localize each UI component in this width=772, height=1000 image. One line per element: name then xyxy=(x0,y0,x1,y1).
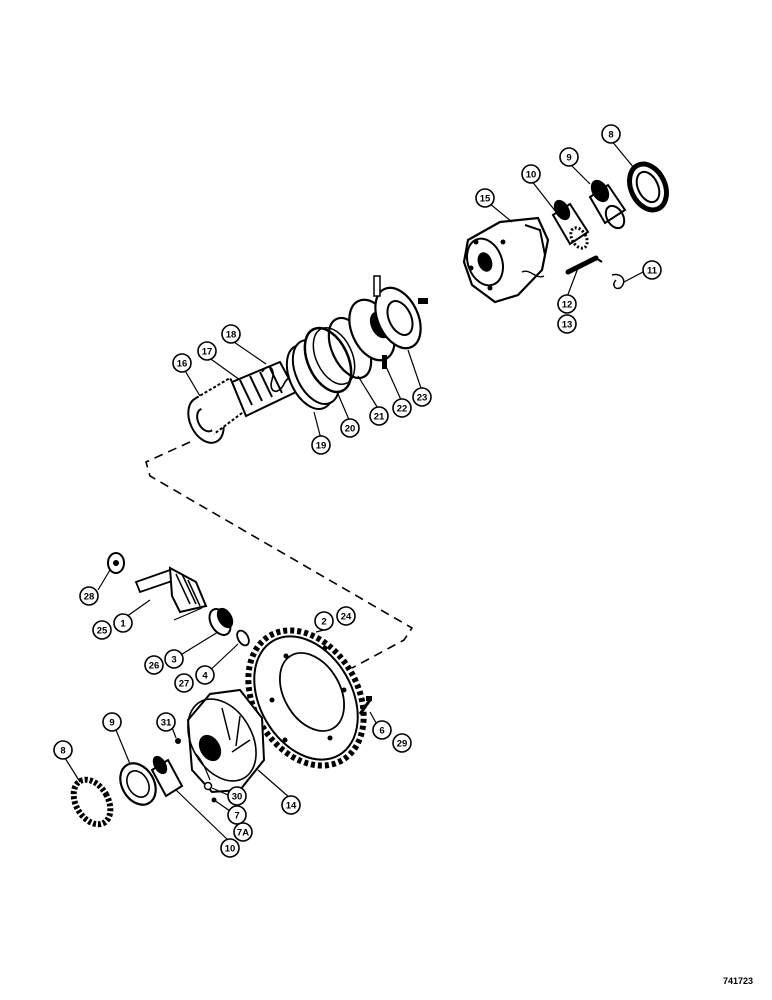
svg-text:18: 18 xyxy=(226,329,237,340)
svg-text:26: 26 xyxy=(149,660,160,671)
svg-text:11: 11 xyxy=(647,265,658,276)
svg-text:9: 9 xyxy=(109,717,114,728)
callout-27: 27 xyxy=(174,673,194,693)
svg-text:2: 2 xyxy=(321,616,326,627)
cross-shaft-pin-12 xyxy=(565,255,603,275)
callout-22: 22 xyxy=(392,398,412,418)
svg-text:25: 25 xyxy=(97,625,108,636)
svg-text:13: 13 xyxy=(562,319,573,330)
callout-19: 19 xyxy=(311,435,331,455)
callout-7: 7 xyxy=(227,805,247,825)
upper-bearing-cup-8 xyxy=(627,161,669,213)
lower-bearing-cone-10 xyxy=(150,755,184,798)
lower-bearing-cup-9 xyxy=(119,762,157,806)
callout-16: 16 xyxy=(172,353,192,373)
svg-text:14: 14 xyxy=(286,800,297,811)
svg-text:17: 17 xyxy=(202,346,213,357)
callout-12: 12 xyxy=(557,294,577,314)
callout-14: 14 xyxy=(281,795,301,815)
svg-text:10: 10 xyxy=(526,169,537,180)
svg-text:15: 15 xyxy=(480,193,491,204)
lower-bearing-cup-8 xyxy=(70,776,114,828)
callout-26: 26 xyxy=(144,655,164,675)
svg-text:8: 8 xyxy=(608,129,613,140)
callout-25: 25 xyxy=(92,620,112,640)
drive-pinion-1 xyxy=(134,566,208,614)
callout-8-lower: 8 xyxy=(53,740,73,760)
callout-6: 6 xyxy=(372,720,392,740)
svg-text:27: 27 xyxy=(179,678,190,689)
svg-text:19: 19 xyxy=(316,440,327,451)
upper-bearing-cone-10 xyxy=(551,199,590,250)
svg-text:30: 30 xyxy=(232,791,243,802)
callout-17: 17 xyxy=(197,341,217,361)
callout-23: 23 xyxy=(412,387,432,407)
ring-gear-2 xyxy=(245,627,367,769)
svg-text:22: 22 xyxy=(397,403,408,414)
callout-31: 31 xyxy=(156,712,176,732)
svg-text:21: 21 xyxy=(374,411,385,422)
differential-case-half-15 xyxy=(462,216,550,304)
callout-7A: 7A xyxy=(233,822,253,842)
pinion-bearing-3 xyxy=(208,607,234,636)
callout-28-upper: 28 xyxy=(79,586,99,606)
pressure-ring-23 xyxy=(373,275,428,369)
callout-30: 30 xyxy=(227,786,247,806)
svg-text:28: 28 xyxy=(84,591,95,602)
differential-case-14 xyxy=(186,688,266,794)
callout-18: 18 xyxy=(221,324,241,344)
svg-text:29: 29 xyxy=(397,738,408,749)
callout-10-upper: 10 xyxy=(521,164,541,184)
callout-2: 2 xyxy=(314,611,334,631)
callout-11: 11 xyxy=(642,260,662,280)
callout-20: 20 xyxy=(340,418,360,438)
pinion-nut-28 xyxy=(107,552,125,574)
callout-24: 24 xyxy=(336,606,356,626)
dashed-assembly-path xyxy=(145,441,414,669)
svg-text:1: 1 xyxy=(120,618,126,629)
lock-wire-11 xyxy=(521,270,625,290)
callout-9-lower: 9 xyxy=(102,712,122,732)
svg-text:16: 16 xyxy=(177,358,188,369)
callout-29: 29 xyxy=(392,733,412,753)
callout-21: 21 xyxy=(369,406,389,426)
callout-3: 3 xyxy=(164,649,184,669)
svg-text:6: 6 xyxy=(379,725,384,736)
callout-1: 1 xyxy=(113,613,133,633)
upper-bearing-cup-9 xyxy=(588,179,627,230)
svg-text:24: 24 xyxy=(341,611,352,622)
svg-text:12: 12 xyxy=(562,299,573,310)
callout-13: 13 xyxy=(557,314,577,334)
svg-text:20: 20 xyxy=(345,423,356,434)
callout-9-upper: 9 xyxy=(559,147,579,167)
callout-15: 15 xyxy=(475,188,495,208)
svg-text:31: 31 xyxy=(161,717,172,728)
svg-text:3: 3 xyxy=(171,654,176,665)
snap-ring-4 xyxy=(236,629,250,647)
callout-4: 4 xyxy=(195,665,215,685)
figure-reference-number: 741723 xyxy=(723,976,754,986)
svg-text:23: 23 xyxy=(417,392,428,403)
callout-8-upper: 8 xyxy=(601,124,621,144)
leader-lines xyxy=(64,139,646,843)
svg-text:7: 7 xyxy=(234,810,239,821)
ring-gear-bolt-6 xyxy=(358,696,372,715)
svg-text:10: 10 xyxy=(225,843,236,854)
callout-10-lower: 10 xyxy=(220,838,240,858)
svg-text:4: 4 xyxy=(202,670,208,681)
svg-text:7A: 7A xyxy=(237,827,249,838)
svg-text:9: 9 xyxy=(566,152,571,163)
svg-text:8: 8 xyxy=(60,745,65,756)
clutch-disc-20 xyxy=(303,326,356,394)
